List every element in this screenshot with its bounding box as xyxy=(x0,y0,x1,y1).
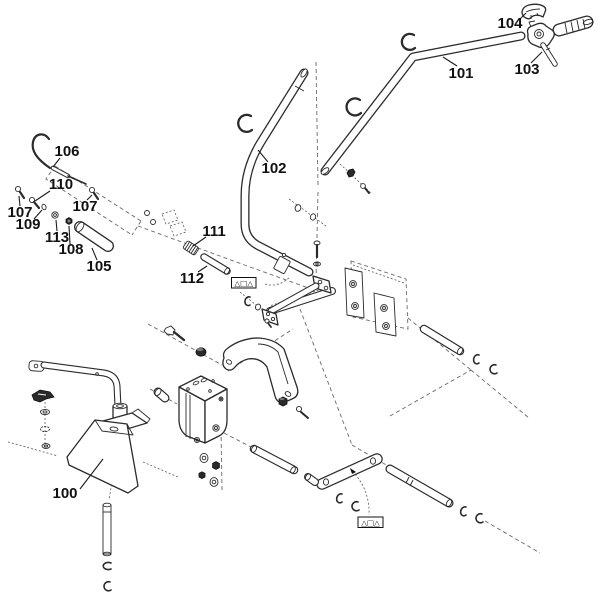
support-bracket xyxy=(222,337,299,404)
handlebar-tube-102 xyxy=(240,68,332,326)
leader-101 xyxy=(442,56,458,67)
part-label-105: 105 xyxy=(86,258,111,275)
part-label-107a: 107 xyxy=(7,204,32,221)
washer-113 xyxy=(51,211,59,219)
screw xyxy=(295,405,309,419)
washers-nuts-below-block xyxy=(198,452,220,487)
pivot-clip xyxy=(31,389,55,403)
part-label-100: 100 xyxy=(52,485,77,502)
leader-105 xyxy=(91,247,98,261)
leader-102 xyxy=(257,149,269,163)
part-label-108: 108 xyxy=(58,241,83,258)
nut-108 xyxy=(65,217,73,225)
clamp-sleeve xyxy=(273,252,291,274)
part-label-104: 104 xyxy=(497,15,523,32)
handlebar-tube-101 xyxy=(320,31,526,176)
leader-100 xyxy=(79,458,104,490)
callout-labels: 100 101 102 103 104 105 106 107 107 108 … xyxy=(7,15,539,502)
base-wedge xyxy=(66,419,139,494)
leader-112 xyxy=(197,265,208,273)
leader-110 xyxy=(34,190,51,202)
leader-104 xyxy=(519,12,527,20)
lever-assembly-100 xyxy=(28,360,151,592)
screw-107-right xyxy=(88,186,100,201)
control-block-assembly xyxy=(153,325,309,487)
grip-lever-assembly-103 xyxy=(526,15,594,67)
pin-upper-right xyxy=(419,324,465,356)
leader-106 xyxy=(52,157,61,168)
warning-decal-symbols: △□△ xyxy=(361,519,380,528)
hex-bolt xyxy=(163,325,186,342)
lever-cap-104 xyxy=(521,3,547,20)
part-label-112: 112 xyxy=(180,270,204,287)
pin-112 xyxy=(200,253,231,275)
part-label-102: 102 xyxy=(261,160,286,177)
part-label-111: 111 xyxy=(202,223,225,240)
tube-end-fasteners xyxy=(244,168,370,328)
callout-leaders xyxy=(18,12,543,490)
dark-nut xyxy=(278,396,288,407)
cable-106 xyxy=(31,133,87,185)
part-label-106: 106 xyxy=(54,143,79,160)
leader-113 xyxy=(55,219,58,232)
warning-decal-symbols: △□△ xyxy=(234,279,253,288)
part-label-110: 110 xyxy=(49,176,73,193)
part-label-107b: 107 xyxy=(72,198,97,215)
pin-bottom-center xyxy=(249,444,299,475)
rubber-cap xyxy=(195,347,207,357)
part-label-101: 101 xyxy=(448,65,473,82)
screw-110 xyxy=(28,196,41,210)
leader-107a xyxy=(18,195,21,207)
leader-108 xyxy=(68,225,71,245)
frame-plates xyxy=(344,260,409,337)
leader-111 xyxy=(192,236,207,247)
lower-pin xyxy=(102,502,112,557)
bushing xyxy=(153,387,170,403)
bushing-small xyxy=(304,473,319,486)
fastener-cluster xyxy=(14,185,114,252)
spacer-109 xyxy=(41,203,47,211)
part-label-109: 109 xyxy=(15,216,40,233)
linkage-parts xyxy=(249,324,498,524)
leader-103 xyxy=(530,51,543,64)
screw-107-left xyxy=(14,185,26,200)
lower-rod xyxy=(385,464,454,508)
leader-107b xyxy=(86,194,93,201)
warning-decal-2: △□△ xyxy=(357,516,384,528)
warning-decal-1: △□△ xyxy=(231,277,257,289)
roller-105 xyxy=(74,221,114,252)
snap-ring-clips xyxy=(237,32,417,133)
hydro-block xyxy=(178,375,228,444)
part-label-103: 103 xyxy=(514,61,539,78)
leader-109 xyxy=(33,209,43,220)
part-label-113: 113 xyxy=(45,229,69,246)
link-bar xyxy=(316,453,383,490)
